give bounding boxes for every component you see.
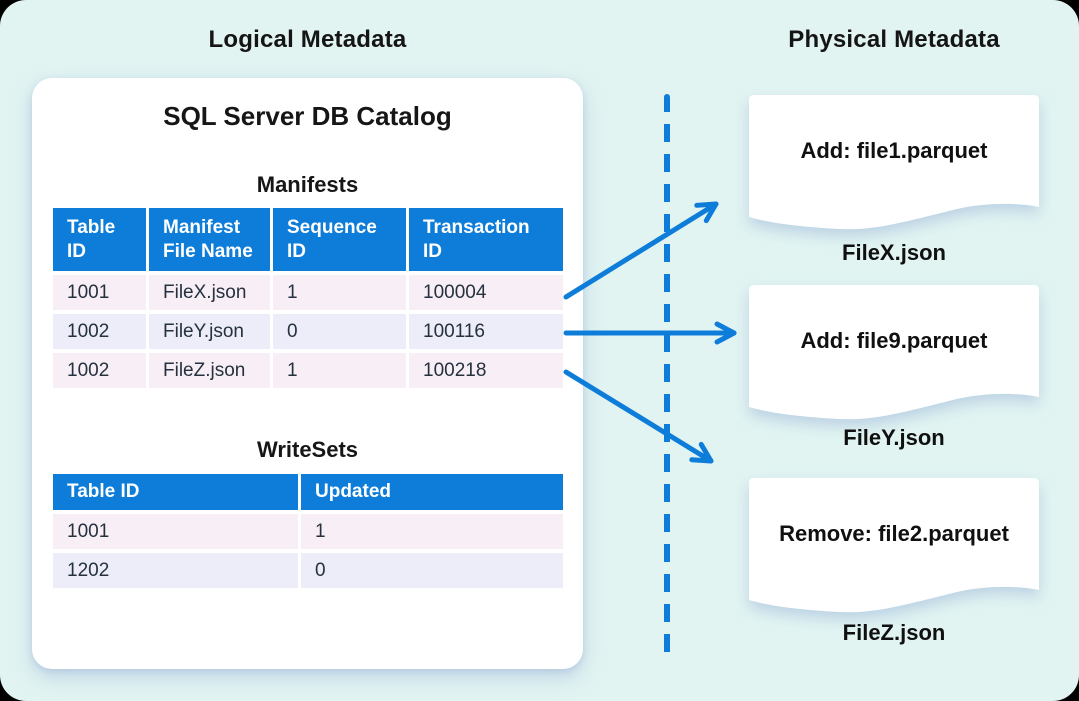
table-cell: FileX.json — [149, 275, 270, 310]
dashed-divider-line — [664, 94, 670, 658]
document-label: FileY.json — [843, 425, 945, 450]
table-cell: 1 — [273, 275, 406, 310]
document-label: FileX.json — [842, 240, 946, 265]
table-cell: FileY.json — [149, 314, 270, 349]
table-cell: 100218 — [409, 353, 563, 388]
writesets-table: Table ID Updated 1001 1 1202 0 — [53, 474, 563, 588]
card-title: SQL Server DB Catalog — [163, 101, 452, 131]
physical-metadata-title: Physical Metadata — [788, 26, 1000, 53]
manifests-section-title: Manifests — [256, 172, 359, 197]
table-cell: 100004 — [409, 275, 563, 310]
table-cell: FileZ.json — [149, 353, 270, 388]
column-header: Updated — [301, 474, 563, 510]
table-cell: 0 — [301, 553, 563, 588]
document-shape — [749, 478, 1039, 613]
table-cell: 1 — [301, 514, 563, 549]
table-cell: 1002 — [53, 353, 146, 388]
table-cell: 0 — [273, 314, 406, 349]
table-cell: 1 — [273, 353, 406, 388]
table-cell: 1202 — [53, 553, 298, 588]
document-action-text: Remove: file2.parquet — [779, 521, 1009, 546]
document-label: FileZ.json — [842, 620, 946, 645]
manifest-document: Add: file9.parquet — [749, 285, 1039, 425]
document-shape — [749, 285, 1039, 420]
manifest-document: Add: file1.parquet — [749, 95, 1039, 235]
arrow-row1-to-filex — [563, 201, 719, 300]
logical-metadata-title: Logical Metadata — [208, 26, 407, 53]
arrow-row3-to-filez — [563, 369, 714, 464]
document-action-text: Add: file1.parquet — [800, 138, 988, 163]
column-header: Table ID — [53, 474, 298, 510]
document-action-text: Add: file9.parquet — [800, 328, 988, 353]
document-shape — [749, 95, 1039, 230]
table-cell: 100116 — [409, 314, 563, 349]
table-cell: 1001 — [53, 514, 298, 549]
table-cell: 1001 — [53, 275, 146, 310]
table-cell: 1002 — [53, 314, 146, 349]
manifest-document: Remove: file2.parquet — [749, 478, 1039, 618]
writesets-section-title: WriteSets — [256, 437, 359, 462]
